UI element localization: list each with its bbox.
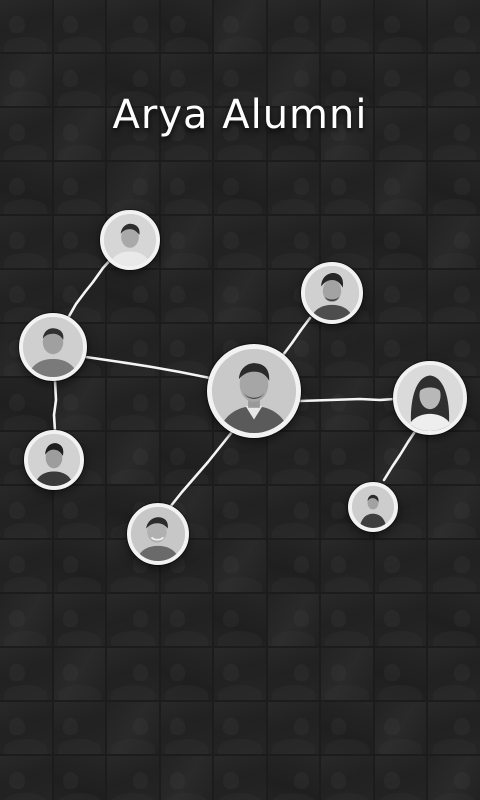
person-avatar-icon <box>23 317 83 377</box>
link-left-top <box>66 256 114 320</box>
person-avatar-icon <box>305 266 359 320</box>
alumni-top-avatar[interactable] <box>100 210 160 270</box>
app-title: Arya Alumni <box>112 92 368 138</box>
alumni-center-avatar[interactable] <box>207 344 301 438</box>
link-center-bottom <box>168 430 234 509</box>
person-avatar-icon <box>28 434 80 486</box>
person-avatar-icon <box>397 365 463 431</box>
link-left-lowerleft <box>52 379 58 433</box>
link-center-upperright <box>281 316 312 357</box>
alumni-lower-left-avatar[interactable] <box>24 430 84 490</box>
alumni-bottom-avatar[interactable] <box>127 503 189 565</box>
person-avatar-icon <box>104 214 156 266</box>
link-right-lowerright <box>382 428 418 482</box>
person-avatar-icon <box>352 486 394 528</box>
alumni-left-avatar[interactable] <box>19 313 87 381</box>
alumni-lower-right-avatar[interactable] <box>348 482 398 532</box>
link-center-right <box>298 397 396 403</box>
link-left-center <box>84 355 212 380</box>
person-avatar-icon <box>131 507 185 561</box>
alumni-upper-right-avatar[interactable] <box>301 262 363 324</box>
alumni-right-avatar[interactable] <box>393 361 467 435</box>
person-avatar-icon <box>212 349 296 433</box>
